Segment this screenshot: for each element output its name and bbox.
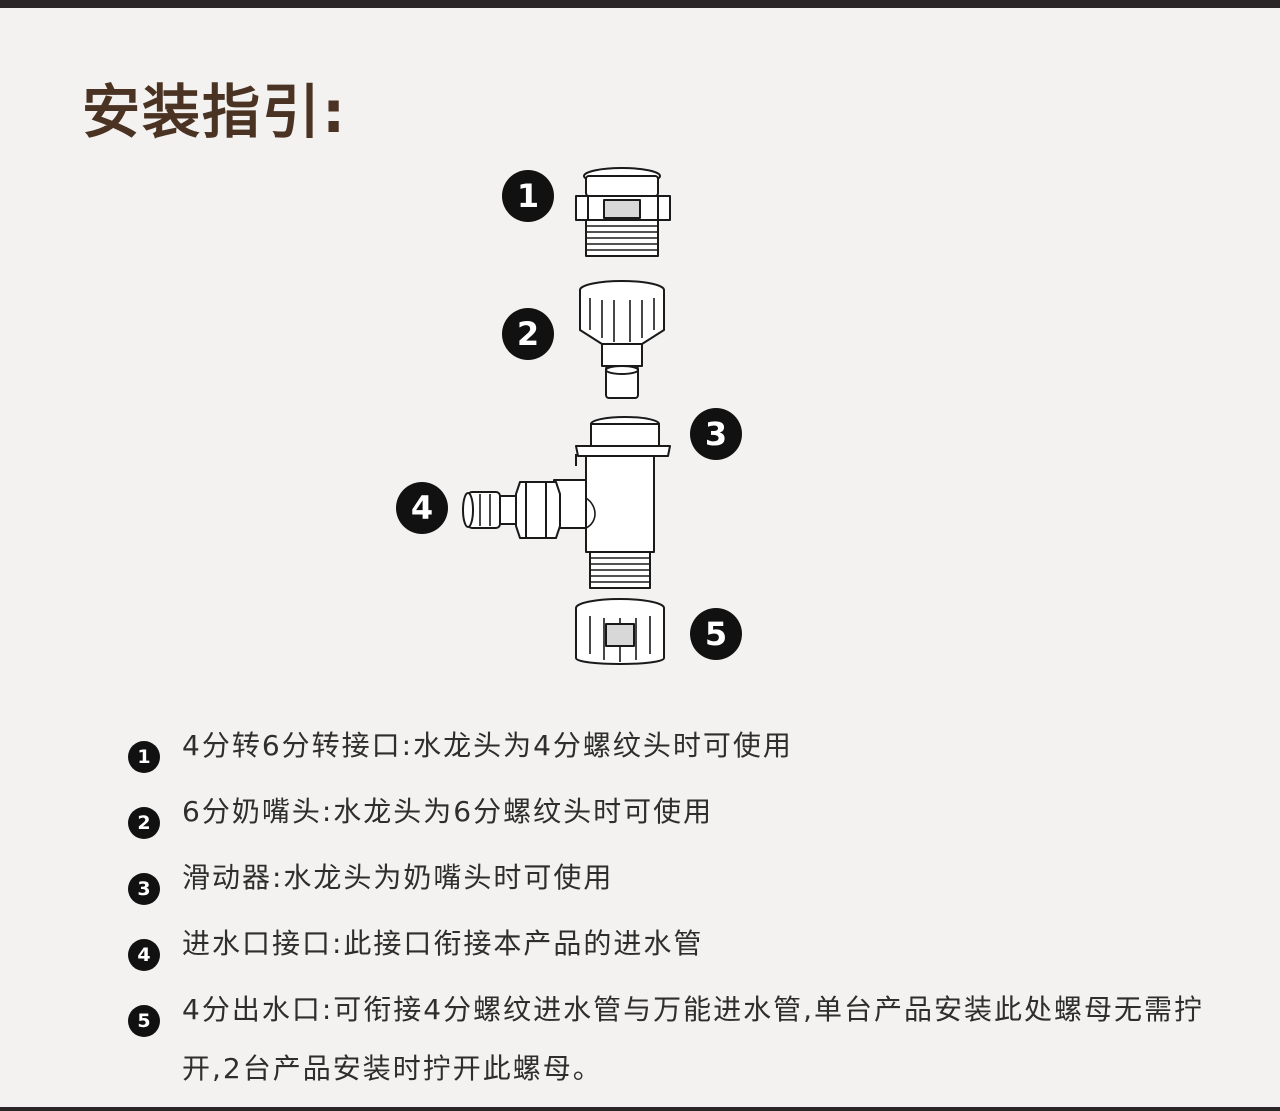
- badge-3: 3: [690, 408, 742, 460]
- legend-text-5: 4分出水口:可衔接4分螺纹进水管与万能进水管,单台产品安装此处螺母无需拧开,2台…: [182, 993, 1204, 1085]
- legend-text-4: 进水口接口:此接口衔接本产品的进水管: [182, 927, 704, 960]
- legend-item-3: 3 滑动器:水龙头为奶嘴头时可使用: [128, 860, 1248, 907]
- part-inlet-fitting: [462, 481, 561, 539]
- svg-text:3: 3: [705, 415, 727, 453]
- badge-2: 2: [502, 308, 554, 360]
- part-tee-body: [553, 416, 671, 589]
- legend-badge-5: 5: [128, 1005, 160, 1037]
- legend-badge-2: 2: [128, 807, 160, 839]
- legend-item-5: 5 4分出水口:可衔接4分螺纹进水管与万能进水管,单台产品安装此处螺母无需拧开,…: [128, 992, 1248, 1098]
- legend-list: 1 4分转6分转接口:水龙头为4分螺纹头时可使用 2 6分奶嘴头:水龙头为6分螺…: [128, 728, 1248, 1098]
- badge-5: 5: [690, 608, 742, 660]
- part-nipple-6: [579, 280, 665, 399]
- part-outlet-nut: [575, 598, 665, 665]
- page-title: 安装指引:: [82, 78, 348, 146]
- installation-diagram: 1 2 3 4 5: [380, 150, 800, 690]
- top-border: [0, 0, 1280, 8]
- bottom-border: [0, 1107, 1280, 1111]
- legend-text-1: 4分转6分转接口:水龙头为4分螺纹头时可使用: [182, 729, 793, 762]
- legend-item-4: 4 进水口接口:此接口衔接本产品的进水管: [128, 926, 1248, 973]
- legend-badge-3: 3: [128, 873, 160, 905]
- svg-text:4: 4: [411, 489, 433, 527]
- legend-text-2: 6分奶嘴头:水龙头为6分螺纹头时可使用: [182, 795, 714, 828]
- badge-4: 4: [396, 482, 448, 534]
- legend-badge-4: 4: [128, 939, 160, 971]
- badge-1: 1: [502, 170, 554, 222]
- svg-text:1: 1: [517, 177, 539, 215]
- legend-text-3: 滑动器:水龙头为奶嘴头时可使用: [182, 861, 614, 894]
- legend-item-2: 2 6分奶嘴头:水龙头为6分螺纹头时可使用: [128, 794, 1248, 841]
- legend-badge-1: 1: [128, 741, 160, 773]
- svg-text:2: 2: [517, 315, 539, 353]
- legend-item-1: 1 4分转6分转接口:水龙头为4分螺纹头时可使用: [128, 728, 1248, 775]
- part-adapter-4-to-6: [575, 167, 671, 257]
- svg-text:5: 5: [705, 615, 727, 653]
